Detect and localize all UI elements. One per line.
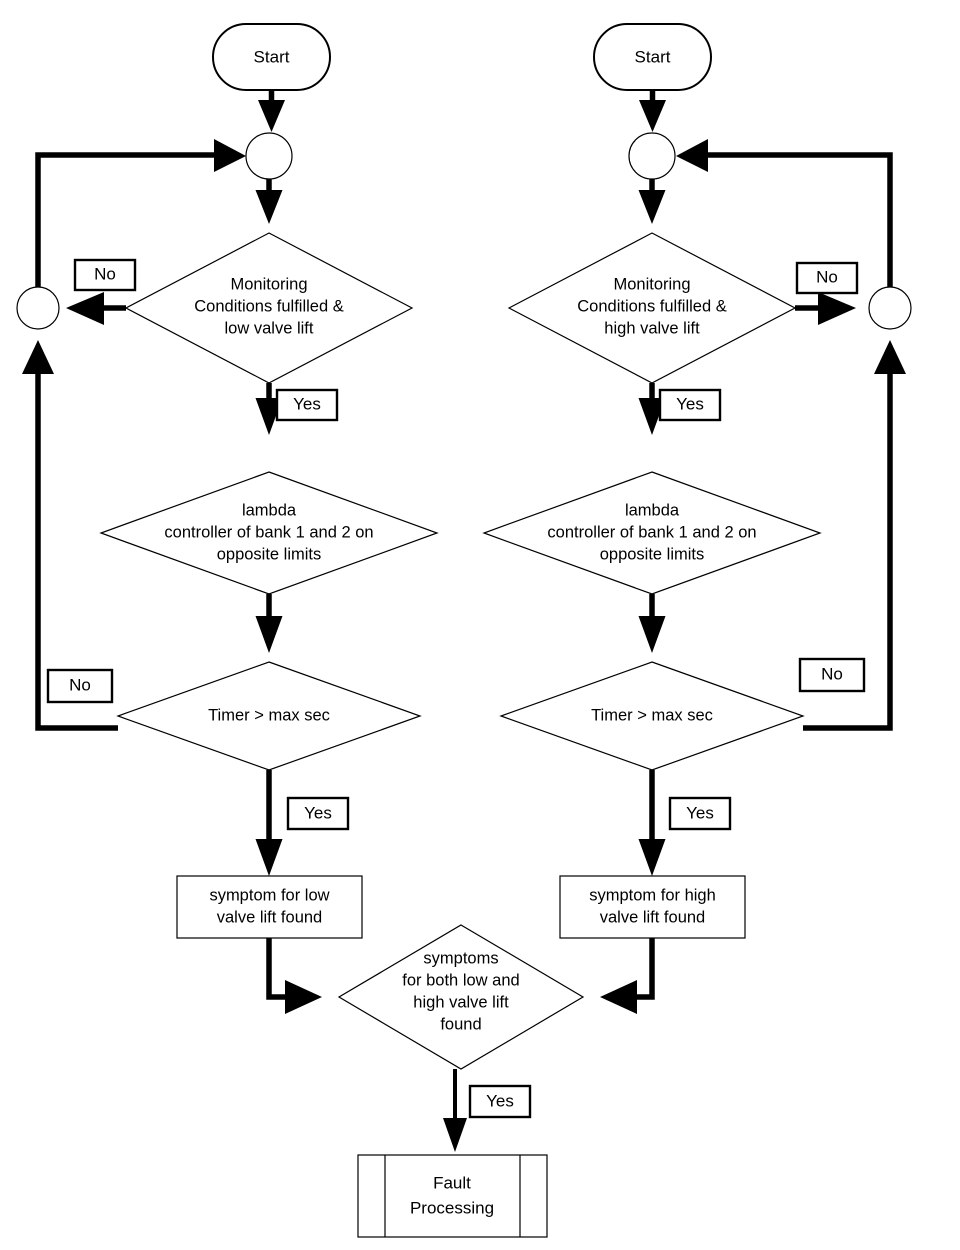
right-symptom-box[interactable]: symptom for high valve lift found <box>559 875 746 939</box>
left-symptom-line2: valve lift found <box>217 908 322 926</box>
merge-decision-symptoms[interactable]: symptoms for both low and high valve lif… <box>337 924 585 1070</box>
right-side-connector-circle <box>868 286 912 330</box>
left-decision3-yes-label-box: Yes <box>286 796 350 831</box>
right-decision-2-line2: controller of bank 1 and 2 on <box>547 523 756 541</box>
right-start-label: Start <box>635 47 671 66</box>
right-edge-connector-to-decision1 <box>638 179 666 224</box>
left-decision3-yes-edge <box>255 770 283 876</box>
left-decision-timer[interactable]: Timer > max sec <box>116 661 422 771</box>
right-decision-lambda[interactable]: lambda controller of bank 1 and 2 on opp… <box>482 471 822 595</box>
fault-processing-line1: Fault <box>433 1173 471 1192</box>
right-symptom-line2: valve lift found <box>600 908 705 926</box>
right-decision3-yes-text: Yes <box>686 803 714 822</box>
left-symptom-box[interactable]: symptom for low valve lift found <box>176 875 363 939</box>
left-decision1-yes-box <box>275 388 339 422</box>
left-symptom-line1: symptom for low <box>209 886 329 904</box>
right-decision1-yes-edge <box>638 383 666 435</box>
left-decision-lambda[interactable]: lambda controller of bank 1 and 2 on opp… <box>99 471 439 595</box>
right-decision-monitoring-high[interactable]: Monitoring Conditions fulfilled & high v… <box>507 232 797 384</box>
merge-decision-shape <box>337 924 585 1070</box>
right-decision-3-line1: Timer > max sec <box>591 706 713 724</box>
right-decision1-yes-box <box>658 388 722 422</box>
right-decision-1-line2: Conditions fulfilled & <box>577 297 727 315</box>
left-symptom-shape <box>176 875 363 939</box>
right-decision1-yes-label-box: Yes <box>658 388 722 422</box>
left-decision1-yes-edge <box>255 383 283 435</box>
right-edge-symptom-to-merge <box>600 938 655 1014</box>
left-top-connector[interactable] <box>245 132 293 180</box>
left-start-terminal[interactable]: Start <box>212 23 331 91</box>
left-decision1-no-box <box>73 258 137 292</box>
right-decision-2-line3: opposite limits <box>600 545 705 563</box>
merge-yes-box <box>468 1084 532 1119</box>
merge-yes-text: Yes <box>486 1091 514 1110</box>
right-decision3-yes-box <box>668 796 732 831</box>
fault-processing-outer <box>357 1154 548 1238</box>
right-decision3-no-box <box>798 657 866 693</box>
right-top-connector-circle <box>628 132 676 180</box>
right-decision1-no-edge <box>795 292 856 325</box>
merge-decision-line1: symptoms <box>423 949 498 967</box>
left-top-connector-circle <box>245 132 293 180</box>
right-decision3-no-text: No <box>821 664 843 683</box>
left-side-connector-circle <box>16 286 60 330</box>
right-side-connector[interactable] <box>868 286 912 330</box>
right-decision3-yes-edge <box>638 770 666 876</box>
right-decision3-yes-label-box: Yes <box>668 796 732 831</box>
right-decision1-yes-text: Yes <box>676 394 704 413</box>
left-decision-1-line3: low valve lift <box>225 319 314 337</box>
merge-decision-line4: found <box>440 1015 481 1033</box>
left-decision3-no-label-box: No <box>46 668 114 704</box>
right-top-connector[interactable] <box>628 132 676 180</box>
fault-processing-terminal[interactable]: Fault Processing <box>357 1154 548 1238</box>
right-symptom-shape <box>559 875 746 939</box>
left-decision3-no-edge <box>22 340 118 731</box>
left-loopback-edge-to-top-connector <box>35 139 246 310</box>
left-decision3-no-box <box>46 668 114 704</box>
left-decision-3-line1: Timer > max sec <box>208 706 330 724</box>
right-decision1-no-text: No <box>816 267 838 286</box>
right-decision-2-line1: lambda <box>625 501 680 519</box>
right-edge-start-to-connector <box>639 90 666 132</box>
right-decision-1-line1: Monitoring <box>613 275 690 293</box>
left-edge-start-to-connector <box>258 90 285 132</box>
left-decision-2-line1: lambda <box>242 501 297 519</box>
right-symptom-line1: symptom for high <box>589 886 716 904</box>
fault-processing-line2: Processing <box>410 1198 494 1217</box>
right-decision3-no-label-box: No <box>798 657 866 693</box>
left-edge-decision2-to-decision3 <box>255 594 283 653</box>
left-decision-monitoring-low[interactable]: Monitoring Conditions fulfilled & low va… <box>124 232 414 384</box>
merge-decision-line3: high valve lift <box>413 993 509 1011</box>
left-decision1-no-label-box: No <box>73 258 137 292</box>
merge-yes-edge <box>443 1069 467 1152</box>
right-decision-timer[interactable]: Timer > max sec <box>499 661 805 771</box>
left-edge-symptom-to-merge <box>266 938 322 1014</box>
left-decision1-no-edge <box>66 292 126 325</box>
left-decision1-no-text: No <box>94 264 116 283</box>
left-edge-connector-to-decision1 <box>255 179 283 224</box>
left-decision3-yes-text: Yes <box>304 803 332 822</box>
left-decision1-yes-label-box: Yes <box>275 388 339 422</box>
right-decision1-no-label-box: No <box>795 261 859 295</box>
left-decision-1-line1: Monitoring <box>230 275 307 293</box>
merge-decision-line2: for both low and <box>402 971 519 989</box>
left-decision-2-line2: controller of bank 1 and 2 on <box>164 523 373 541</box>
left-decision3-no-text: No <box>69 675 91 694</box>
left-decision-1-line2: Conditions fulfilled & <box>194 297 344 315</box>
merge-yes-label-box: Yes <box>468 1084 532 1119</box>
left-decision-2-line3: opposite limits <box>217 545 322 563</box>
left-decision3-yes-box <box>286 796 350 831</box>
right-decision1-no-box <box>795 261 859 295</box>
right-edge-decision2-to-decision3 <box>638 594 666 653</box>
right-loopback-edge-to-top-connector <box>676 139 893 310</box>
right-decision3-no-edge <box>803 340 906 731</box>
left-decision1-yes-text: Yes <box>293 394 321 413</box>
left-start-label: Start <box>254 47 290 66</box>
right-start-terminal[interactable]: Start <box>593 23 712 91</box>
right-decision-1-line3: high valve lift <box>604 319 700 337</box>
left-side-connector[interactable] <box>16 286 60 330</box>
